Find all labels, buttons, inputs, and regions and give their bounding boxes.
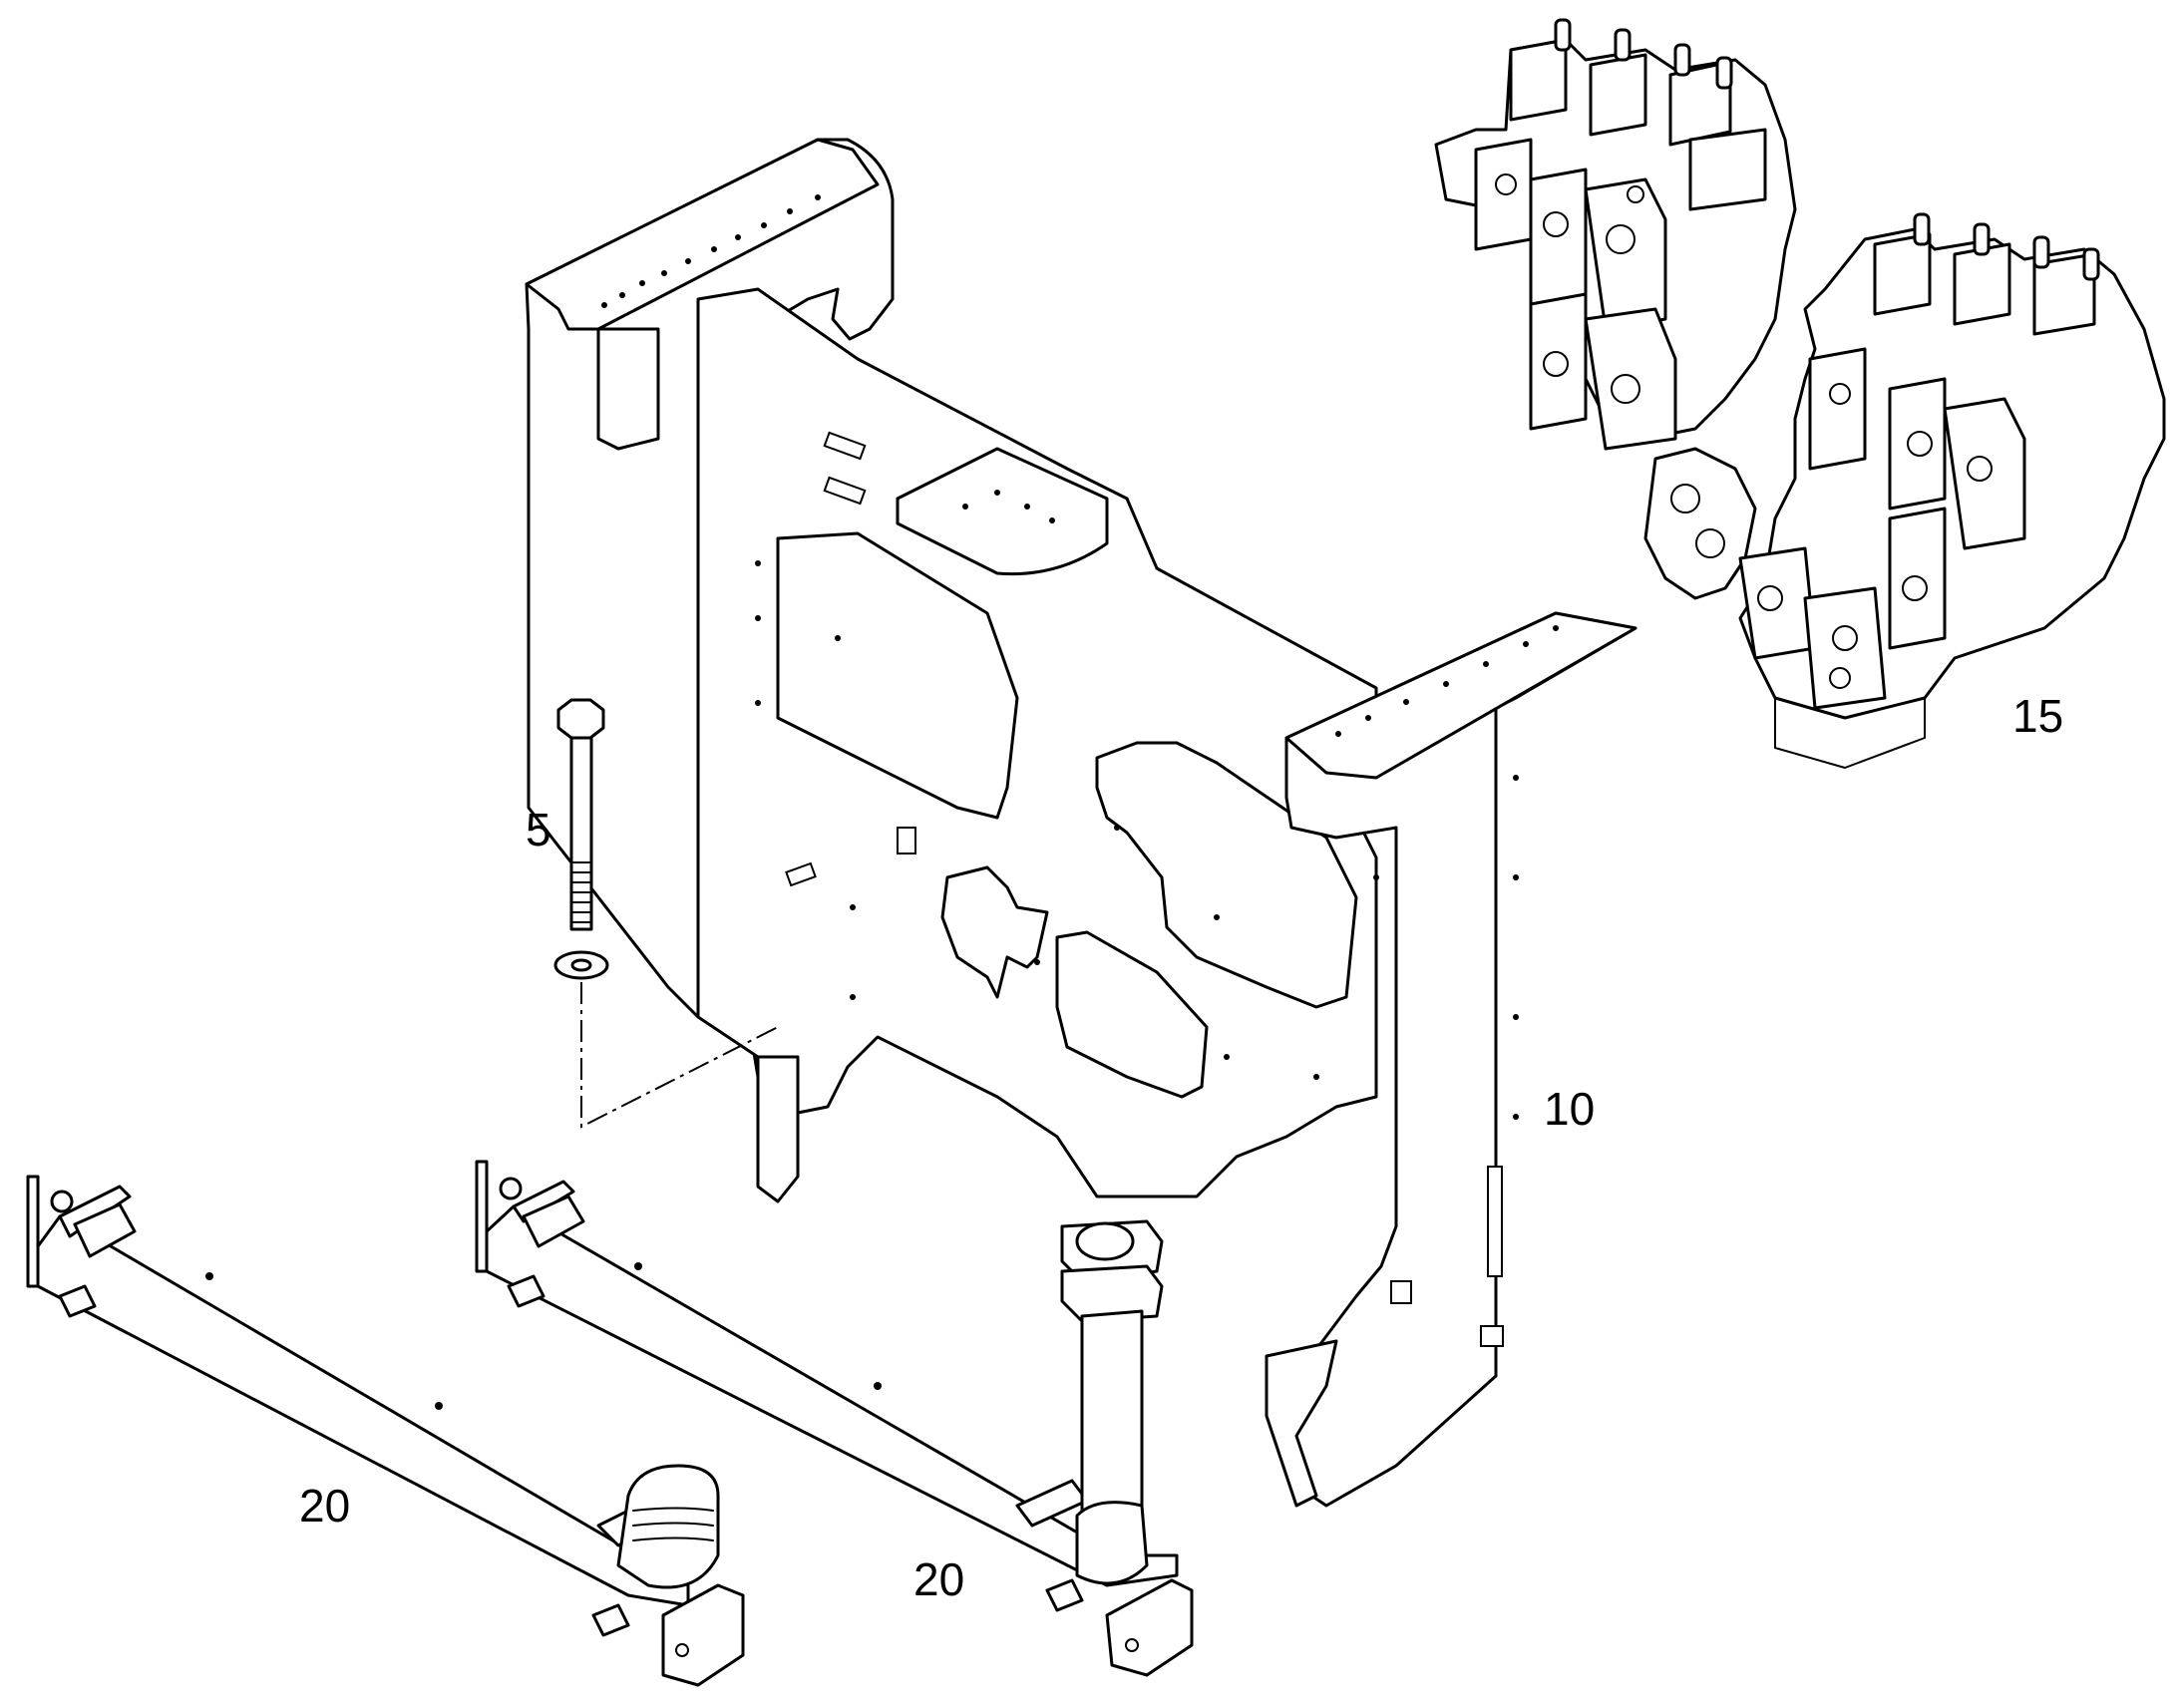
callout-label-crossbar-left: 20: [299, 1480, 350, 1532]
callout-label-bolt: 5: [526, 804, 551, 855]
crossbar-part-left: [26, 1175, 745, 1687]
callout-label-crossbar-right: 20: [913, 1553, 964, 1605]
callout-label-valve-block: 15: [2012, 690, 2063, 742]
frame-holes: [601, 194, 1559, 1120]
main-frame-part: [525, 138, 1637, 1508]
crossbar-part-right: [205, 1160, 1194, 1677]
callout-label-frame: 10: [1544, 1083, 1595, 1135]
bolt-part: [553, 698, 779, 1129]
valve-block-part: [1434, 18, 2166, 769]
